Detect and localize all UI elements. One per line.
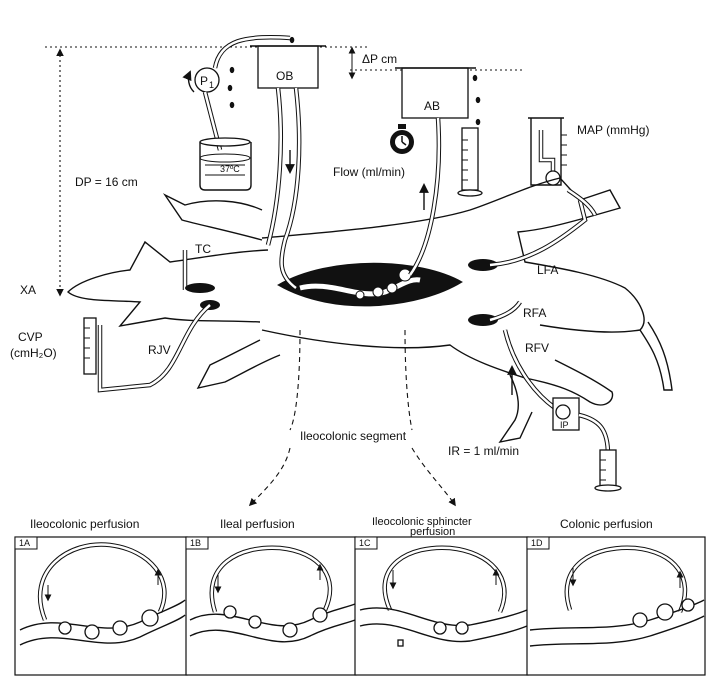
abdominal-incision bbox=[276, 262, 463, 307]
panel-1d-tag: 1D bbox=[531, 538, 543, 548]
panel-1b-tag: 1B bbox=[190, 538, 201, 548]
cvp-unit-label: (cmH₂O) bbox=[10, 346, 57, 360]
panel-1c-title-line2: perfusion bbox=[410, 526, 455, 538]
ip-label: IP bbox=[560, 420, 569, 430]
rjv-label: RJV bbox=[148, 343, 171, 357]
ab-label: AB bbox=[424, 99, 440, 113]
reservoir-cylinder bbox=[594, 449, 622, 492]
xa-label: XA bbox=[20, 283, 36, 297]
drip-drops bbox=[227, 36, 481, 126]
rfa-label: RFA bbox=[523, 306, 546, 320]
ir-label: IR = 1 ml/min bbox=[448, 444, 519, 458]
cvp-label: CVP bbox=[18, 330, 43, 344]
arterial-bath-ab: AB bbox=[395, 67, 476, 119]
panel-1c-title: Ileocolonic sphincter bbox=[372, 516, 472, 528]
panel-1b: Ileal perfusion 1B bbox=[185, 517, 357, 676]
tracheal-cannula bbox=[182, 250, 215, 293]
pump-p1: P 1 bbox=[182, 67, 220, 93]
tc-label: TC bbox=[195, 242, 211, 256]
pump-p1-label: P bbox=[200, 74, 208, 88]
map-manometer bbox=[528, 117, 567, 186]
panel-1a: Ileocolonic perfusion 1A bbox=[14, 517, 188, 676]
temperature-label: 37ºC bbox=[220, 164, 240, 174]
panel-1d-title: Colonic perfusion bbox=[560, 517, 653, 531]
ob-label: OB bbox=[276, 69, 293, 83]
segment-label: Ileocolonic segment bbox=[300, 429, 407, 443]
delta-p-label: ΔP cm bbox=[362, 52, 397, 66]
pump-p1-subscript: 1 bbox=[209, 80, 214, 90]
outflow-bath-ob: OB bbox=[250, 45, 326, 89]
infusion-pump-ip: IP bbox=[552, 397, 580, 431]
lfa-label: LFA bbox=[537, 263, 558, 277]
rat-body bbox=[66, 177, 673, 444]
panel-1c-tag: 1C bbox=[359, 538, 371, 548]
panel-1b-title: Ileal perfusion bbox=[220, 517, 295, 531]
cvp-manometer bbox=[83, 317, 97, 375]
panel-1d: Colonic perfusion 1D bbox=[526, 517, 706, 676]
rfv-label: RFV bbox=[525, 341, 549, 355]
flow-label: Flow (ml/min) bbox=[333, 165, 405, 179]
map-label: MAP (mmHg) bbox=[577, 123, 649, 137]
graduated-cylinder bbox=[457, 127, 483, 197]
panel-1a-title: Ileocolonic perfusion bbox=[30, 517, 139, 531]
panel-1a-tag: 1A bbox=[19, 538, 30, 548]
dp-label: DP = 16 cm bbox=[75, 175, 138, 189]
segment-branch-lines bbox=[248, 329, 456, 507]
warm-bath-beaker: 37ºC bbox=[199, 137, 252, 191]
stopwatch-icon bbox=[390, 124, 414, 154]
panel-1c: Ileocolonic sphincter perfusion 1C bbox=[354, 516, 529, 676]
